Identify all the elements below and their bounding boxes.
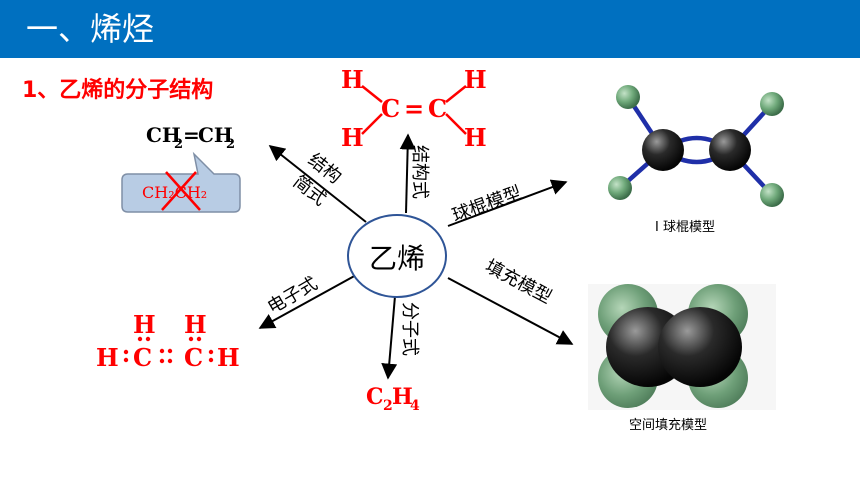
formula-part: CH [146, 123, 181, 147]
atom-h: H [341, 65, 364, 94]
ball-stick-model [608, 85, 784, 207]
arrow-space-filling [447, 277, 574, 345]
formula-part: C [366, 384, 384, 410]
caption-space-filling: 空间填充模型 [629, 417, 707, 433]
center-ellipse [347, 214, 447, 298]
formula-sub: 4 [410, 398, 420, 414]
formula-sub: 2 [226, 137, 235, 152]
wrong-formula-bubble [121, 151, 241, 213]
structural-formula: H H H H C = C [341, 65, 487, 152]
arrow-electron [258, 273, 359, 329]
label-structural: 结构式 [409, 145, 430, 199]
electron-dots [123, 336, 214, 364]
atom-c: C [428, 94, 447, 123]
simplified-formula: CH 2 = CH 2 [146, 123, 235, 152]
atom-h: H [133, 310, 156, 339]
atom-c: C [184, 343, 203, 372]
space-filling-model [588, 284, 776, 410]
atom-h: H [217, 343, 240, 372]
header-bar: 一、烯烃 [0, 0, 860, 58]
page-title: 一、烯烃 [26, 10, 155, 48]
atom-c: C [381, 94, 400, 123]
arrow-molecular [381, 295, 398, 380]
atom-h: H [184, 310, 207, 339]
center-label: 乙烯 [369, 242, 425, 275]
electron-formula: H H H C C H [96, 310, 240, 372]
label-ball-stick: 球棍模型 [450, 182, 525, 226]
atom-c: C [133, 343, 152, 372]
atom-h: H [464, 65, 487, 94]
atom-h: H [341, 123, 364, 152]
cross-mark [161, 171, 197, 211]
label-space-filling: 填充模型 [482, 256, 555, 308]
caption-ball-stick: Ⅰ 球棍模型 [655, 220, 715, 235]
label-molecular: 分子式 [399, 302, 420, 356]
formula-part: CH [198, 123, 233, 147]
atom-h: H [96, 343, 119, 372]
double-bond: = [404, 94, 424, 123]
arrow-simplified [268, 145, 367, 223]
arrow-ball-stick [447, 179, 568, 227]
arrow-structural [399, 133, 416, 214]
atom-h: H [464, 123, 487, 152]
wrong-formula: CH₂CH₂ [142, 183, 207, 202]
formula-sub: 2 [383, 398, 393, 414]
formula-part: H [392, 384, 413, 410]
section-title: 1、乙烯的分子结构 [22, 78, 214, 103]
formula-part: = [183, 123, 200, 147]
label-electron: 电子式 [264, 273, 321, 318]
molecular-formula: C 2 H 4 [366, 384, 420, 414]
cross-mark [165, 171, 201, 211]
formula-sub: 2 [174, 137, 183, 152]
